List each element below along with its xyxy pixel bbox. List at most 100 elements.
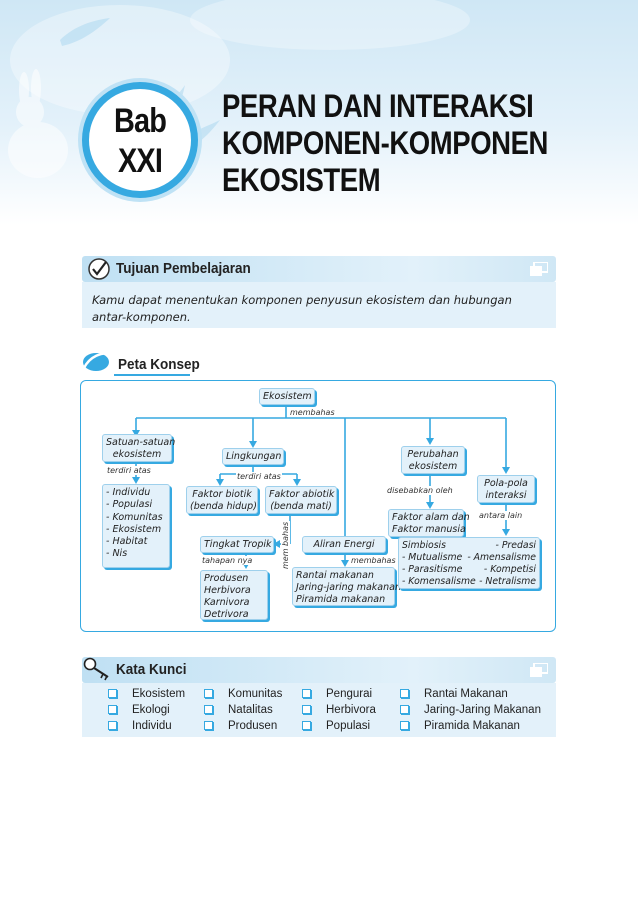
checkbox-bullet-icon (302, 689, 311, 699)
node-perubahan-ekosistem: Perubahan ekosistem (401, 446, 465, 474)
keyword-text: Herbivora (326, 704, 376, 716)
tropik-item: Produsen (204, 573, 249, 584)
node-biotik-line-2: (benda hidup) (190, 501, 257, 512)
interaksi-item: - Komensalisme (402, 576, 476, 587)
node-tropik-list: Produsen Herbivora Karnivora Detrivora (200, 570, 268, 620)
node-satuan-ekosistem: Satuan-satuan ekosistem (102, 434, 175, 462)
satuan-item: - Nis (106, 548, 128, 560)
tujuan-box (82, 282, 556, 328)
tropik-item: Herbivora (204, 585, 251, 596)
keyword-item: Jaring-Jaring Makanan (400, 704, 541, 716)
node-faktor-alam: Faktor alam dan Faktor manusia (388, 509, 470, 537)
rantai-item: Piramida makanan (296, 594, 386, 605)
keyword-text: Rantai Makanan (424, 688, 508, 700)
interaksi-row: - Mutualisme - Amensalisme (402, 552, 536, 564)
bab-number: XXI (117, 142, 163, 180)
node-aliran-energi: Aliran Energi (302, 536, 386, 553)
interaksi-row: - Parasitisme - Kompetisi (402, 564, 536, 576)
label-mem-bahas-text: mem bahas (281, 520, 290, 570)
interaksi-item: - Mutualisme (402, 552, 463, 563)
checkbox-bullet-icon (204, 689, 213, 699)
keyword-text: Komunitas (228, 688, 283, 700)
label-terdiri-atas-2: terdiri atas (236, 472, 282, 481)
node-ekosistem: Ekosistem (259, 388, 315, 405)
kata-kunci-heading: Kata Kunci (116, 661, 187, 678)
checkbox-bullet-icon (108, 705, 117, 715)
checkbox-bullet-icon (400, 721, 409, 731)
bab-word: Bab (113, 102, 167, 140)
satuan-item: - Individu (106, 487, 151, 498)
node-pola-interaksi: Pola-pola interaksi (477, 475, 535, 503)
checkbox-bullet-icon (302, 705, 311, 715)
keyword-item: Piramida Makanan (400, 720, 520, 732)
label-mem-bahas: mem bahas (281, 520, 299, 570)
kata-kunci-box (82, 683, 556, 737)
peta-heading: Peta Konsep (118, 356, 200, 373)
node-biotik-line-1: Faktor biotik (192, 489, 252, 500)
satuan-item: - Populasi (106, 499, 153, 511)
interaksi-row: - Komensalisme- Netralisme (402, 576, 536, 588)
rabbit-illustration (8, 69, 68, 178)
title-line-1: PERAN DAN INTERAKSI (222, 88, 534, 124)
satuan-item: - Komunitas (106, 511, 163, 523)
checkbox-bullet-icon (302, 721, 311, 731)
corner-mark-icon (530, 663, 548, 677)
tujuan-heading-bar (82, 256, 556, 282)
interaksi-item: - Amensalisme (467, 552, 536, 563)
keyword-text: Ekosistem (132, 688, 186, 700)
checkbox-bullet-icon (108, 689, 117, 699)
title-line-3: EKOSISTEM (222, 162, 381, 198)
tujuan-text: Kamu dapat menentukan komponen penyusun … (92, 293, 512, 324)
node-perubahan-line-1: Perubahan (407, 449, 459, 460)
checkmark-icon (88, 258, 110, 280)
satuan-item: - Habitat (106, 536, 148, 548)
checkbox-bullet-icon (204, 721, 213, 731)
interaksi-item: - Parasitisme (402, 564, 463, 575)
keyword-text: Ekologi (132, 704, 170, 716)
keyword-item: Rantai Makanan (400, 688, 508, 700)
chapter-badge: Bab XXI (82, 82, 198, 198)
checkbox-bullet-icon (400, 689, 409, 699)
interaksi-item: - Netralisme (479, 576, 536, 587)
node-faktor-abiotik: Faktor abiotik (benda mati) (265, 486, 337, 514)
node-satuan-line-2: ekosistem (112, 449, 162, 460)
keyword-item: Ekologi (108, 704, 170, 716)
keyword-item: Produsen (204, 720, 277, 732)
label-membahas-aliran: membahas (350, 556, 397, 565)
label-terdiri-atas-1: terdiri atas (106, 466, 152, 475)
label-disebabkan-oleh: disebabkan oleh (386, 486, 454, 495)
node-lingkungan: Lingkungan (222, 448, 284, 465)
keyword-text: Individu (132, 720, 172, 732)
keyword-item: Individu (108, 720, 172, 732)
peta-heading-underline (114, 374, 190, 376)
label-membahas-top: membahas (289, 408, 336, 417)
node-pola-line-2: interaksi (485, 490, 527, 501)
title-line-2: KOMPONEN-KOMPONEN (222, 125, 548, 161)
node-satuan-list: - Individu - Populasi - Komunitas - Ekos… (102, 484, 170, 568)
satuan-item: - Ekosistem (106, 523, 162, 535)
keyword-text: Pengurai (326, 688, 373, 700)
keyword-text: Piramida Makanan (424, 720, 520, 732)
node-rantai-list: Rantai makanan Jaring-jaring makanan Pir… (292, 567, 401, 606)
node-abiotik-line-2: (benda mati) (270, 501, 332, 512)
keyword-item: Pengurai (302, 688, 372, 700)
keyword-item: Natalitas (204, 704, 273, 716)
interaksi-item: Simbiosis (402, 540, 446, 551)
checkbox-bullet-icon (400, 705, 409, 715)
node-faktor-biotik: Faktor biotik (benda hidup) (186, 486, 258, 514)
map-swoosh-icon (82, 352, 111, 371)
rantai-item: Rantai makanan (296, 570, 374, 581)
node-faktor-alam-line-2: Faktor manusia (392, 524, 466, 535)
node-pola-line-1: Pola-pola (484, 478, 528, 489)
label-antara-lain: antara lain (478, 511, 524, 520)
node-faktor-alam-line-1: Faktor alam dan (392, 512, 470, 523)
key-icon (83, 657, 109, 681)
node-tingkat-tropik: Tingkat Tropik (200, 536, 274, 553)
keyword-text: Populasi (326, 720, 371, 732)
checkbox-bullet-icon (108, 721, 117, 731)
interaksi-item: - Kompetisi (483, 564, 536, 575)
node-abiotik-line-1: Faktor abiotik (269, 489, 335, 500)
keyword-item: Populasi (302, 720, 370, 732)
chapter-title: PERAN DAN INTERAKSI KOMPONEN-KOMPONEN EK… (222, 88, 548, 199)
